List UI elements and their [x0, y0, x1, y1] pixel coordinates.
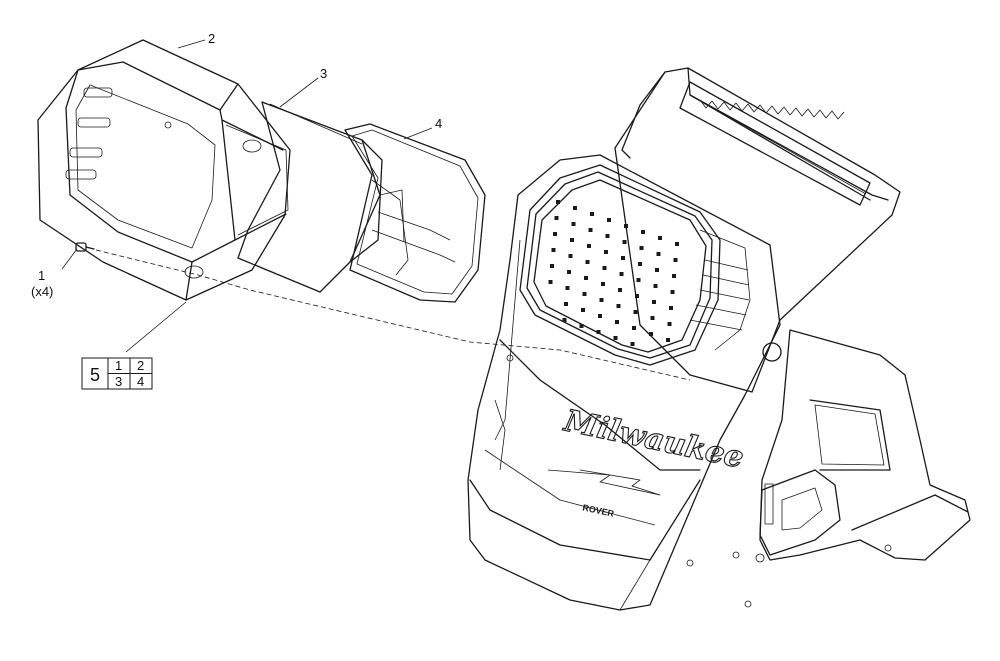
led-dot: [573, 206, 577, 210]
led-dot: [638, 262, 642, 266]
led-dot: [585, 260, 590, 264]
led-dot: [658, 236, 662, 240]
led-dot: [613, 336, 618, 340]
led-dot: [568, 254, 573, 258]
led-dot: [590, 212, 594, 216]
led-dot: [562, 318, 567, 322]
part-1-screw: [75, 242, 95, 252]
part-2-clip-tabs: [65, 87, 113, 180]
callout-1-qty: (x4): [31, 284, 53, 299]
part-2-rear-cover: [37, 39, 291, 301]
pivot-knob: [762, 342, 782, 362]
callout-1: 1: [38, 268, 45, 283]
led-dot: [604, 250, 608, 254]
led-dot: [550, 264, 554, 268]
led-dot: [653, 284, 658, 288]
led-dot: [635, 294, 639, 298]
led-dot: [616, 304, 621, 308]
lightning-bolt-icon: [547, 469, 661, 496]
led-dot: [641, 230, 645, 234]
ac-outlet-cover: [755, 469, 841, 563]
led-dot: [582, 292, 587, 296]
led-dot: [633, 310, 638, 314]
led-array: [548, 200, 679, 346]
led-dot: [621, 256, 625, 260]
led-dot: [675, 242, 679, 246]
led-dot: [587, 244, 591, 248]
heatsink-fins: [689, 229, 751, 351]
led-dot: [548, 280, 553, 284]
led-dot: [656, 252, 661, 256]
led-dot: [565, 286, 570, 290]
led-dot: [632, 326, 636, 330]
kit-reference-table: 5 1 2 3 4: [81, 357, 153, 390]
part-3-battery-sleeve: [237, 101, 405, 293]
led-dot: [579, 324, 584, 328]
led-dot: [567, 270, 571, 274]
led-dot: [615, 320, 619, 324]
lamp-head: [519, 164, 751, 366]
led-dot: [618, 288, 622, 292]
led-dot: [669, 306, 673, 310]
callout-2: 2: [208, 31, 215, 46]
kit-cell-2: 2: [137, 358, 144, 373]
led-dot: [667, 322, 672, 326]
led-dot: [602, 266, 607, 270]
led-dot: [599, 298, 604, 302]
work-light-body: Milwaukee ROVER: [467, 67, 971, 611]
led-dot: [556, 200, 560, 204]
led-dot: [598, 314, 602, 318]
led-dot: [570, 238, 574, 242]
led-dot: [551, 248, 556, 252]
led-dot: [564, 302, 568, 306]
led-dot: [673, 258, 678, 262]
callout-4: 4: [435, 116, 442, 131]
led-dot: [622, 240, 627, 244]
led-dot: [584, 276, 588, 280]
led-dot: [607, 218, 611, 222]
brand-logo: Milwaukee: [547, 403, 747, 496]
led-dot: [619, 272, 624, 276]
kit-cell-1: 1: [115, 358, 122, 373]
led-dot: [672, 274, 676, 278]
led-dot: [581, 308, 585, 312]
led-dot: [650, 316, 655, 320]
led-dot: [630, 342, 635, 346]
handle-grip: [679, 81, 871, 206]
callout-3: 3: [320, 66, 327, 81]
led-dot: [571, 222, 576, 226]
leader-lines: [61, 39, 433, 353]
led-dot: [605, 234, 610, 238]
led-dot: [601, 282, 605, 286]
kit-cell-4: 4: [137, 374, 144, 389]
model-name: ROVER: [582, 502, 616, 519]
kit-cell-3: 3: [115, 374, 122, 389]
led-dot: [655, 268, 659, 272]
led-dot: [624, 224, 628, 228]
led-dot: [670, 290, 675, 294]
led-dot: [649, 332, 653, 336]
led-dot: [596, 330, 601, 334]
led-dot: [588, 228, 593, 232]
led-dot: [652, 300, 656, 304]
led-lens: [533, 179, 707, 353]
part-4-gasket: [344, 123, 486, 303]
led-dot: [553, 232, 557, 236]
led-dot: [639, 246, 644, 250]
kit-number: 5: [90, 365, 100, 385]
led-dot: [636, 278, 641, 282]
led-dot: [666, 338, 670, 342]
led-dot: [554, 216, 559, 220]
assembly-path-line: [95, 249, 691, 381]
